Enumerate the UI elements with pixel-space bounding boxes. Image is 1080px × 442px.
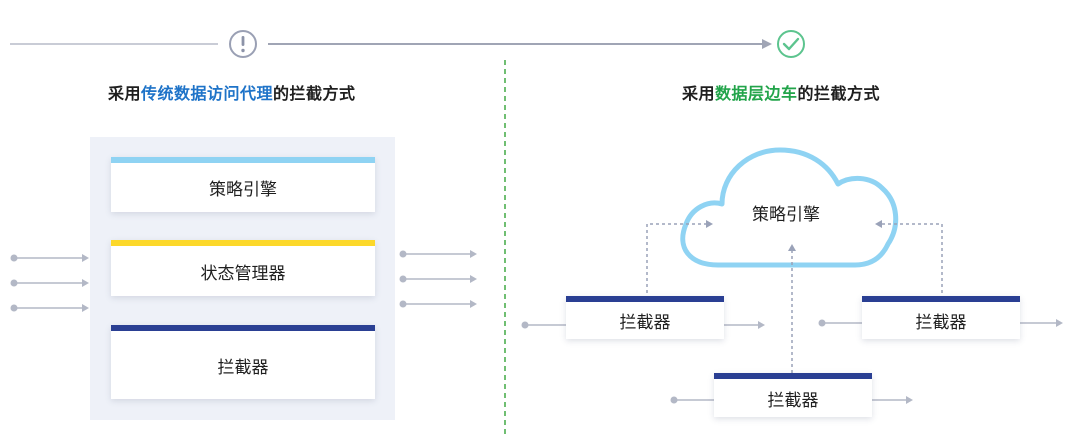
interceptor-card-right: 拦截器 <box>862 296 1020 339</box>
layer-bar <box>111 325 375 331</box>
left-title: 采用传统数据访问代理的拦截方式 <box>108 80 356 104</box>
outgoing-arrow <box>399 250 477 258</box>
interceptor-card-bottom: 拦截器 <box>714 373 872 417</box>
layer-label: 拦截器 <box>217 357 269 378</box>
card-bar <box>862 296 1020 302</box>
right-title-prefix: 采用 <box>682 84 716 103</box>
left-arrows <box>10 250 477 312</box>
check-circle-icon <box>777 30 805 58</box>
card-label: 拦截器 <box>619 313 671 333</box>
left-title-suffix: 的拦截方式 <box>273 84 356 103</box>
card-bar <box>566 296 724 302</box>
connector-right <box>882 223 943 305</box>
cloud-policy-engine-label: 策略引擎 <box>752 205 820 225</box>
incoming-arrow <box>10 279 89 287</box>
card-label: 拦截器 <box>915 313 967 333</box>
card-bar <box>714 373 872 379</box>
state-manager-layer: 状态管理器 <box>111 240 375 296</box>
layer-label: 状态管理器 <box>200 263 286 284</box>
interceptor-card-left: 拦截器 <box>566 296 724 339</box>
cloud-shape <box>680 147 899 268</box>
right-title: 采用数据层边车的拦截方式 <box>682 80 880 104</box>
outgoing-arrow <box>399 300 477 308</box>
layer-bar <box>111 240 375 246</box>
interceptor-layer: 拦截器 <box>111 325 375 399</box>
outgoing-arrow <box>399 275 477 283</box>
right-title-highlight: 数据层边车 <box>715 84 798 103</box>
right-title-suffix: 的拦截方式 <box>797 84 881 103</box>
layer-label: 策略引擎 <box>209 180 277 200</box>
connector-left <box>646 223 706 305</box>
incoming-arrow <box>10 254 89 262</box>
layer-bar <box>111 157 375 163</box>
left-title-highlight: 传统数据访问代理 <box>141 84 274 103</box>
exclamation-circle-icon <box>229 30 257 58</box>
incoming-arrow <box>10 304 89 312</box>
policy-engine-layer: 策略引擎 <box>111 157 375 212</box>
left-title-prefix: 采用 <box>108 84 142 103</box>
progress-line <box>10 30 805 58</box>
card-label: 拦截器 <box>767 390 819 411</box>
